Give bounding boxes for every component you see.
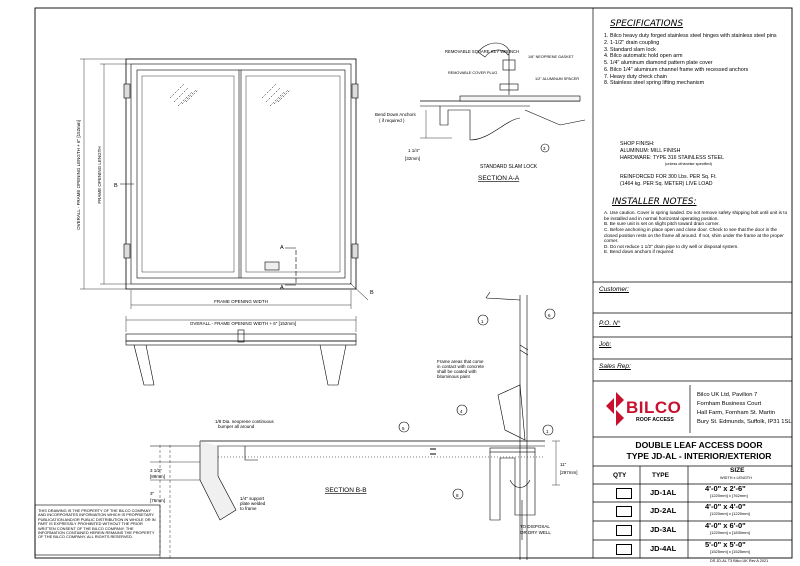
label-removable-key: REMOVABLE SQUARE KEY WRENCH bbox=[445, 49, 519, 54]
plan-view bbox=[80, 58, 369, 309]
company-address-2: Fornham Business Court bbox=[697, 401, 762, 407]
label-cover-plug: REMOVABLE COVER PLUG bbox=[448, 71, 497, 75]
dim-1-1-4: 1 1/4" bbox=[408, 148, 420, 153]
size-mm-cell: [1220mm] x [1220mm] bbox=[710, 511, 750, 516]
reinforced-1: REINFORCED FOR 300 Lbs. PER Sq. Ft. bbox=[620, 174, 717, 180]
title-block bbox=[592, 8, 792, 558]
section-aa bbox=[420, 42, 586, 153]
spec-item: 6. Bilco 1/4" aluminum channel frame wit… bbox=[604, 66, 749, 73]
finish-unless: (unless otherwise specified) bbox=[665, 162, 712, 166]
spec-title: SPECIFICATIONS bbox=[610, 19, 684, 29]
qty-checkbox[interactable] bbox=[616, 525, 632, 536]
marker-6-bb: 6 bbox=[548, 313, 551, 318]
size-cell: 4'-0" x 6'-0" bbox=[705, 521, 746, 530]
elevation-view bbox=[125, 316, 357, 386]
product-title-2: TYPE JD-AL - INTERIOR/EXTERIOR bbox=[626, 451, 772, 461]
title-section-aa: SECTION A-A bbox=[478, 175, 520, 182]
size-cell: 4'-0" x 2'-6" bbox=[705, 484, 746, 493]
size-cell: 5'-0" x 5'-0" bbox=[705, 540, 746, 549]
installer-item: B. Be sure unit is set on slight pitch t… bbox=[604, 221, 720, 227]
qty-checkbox[interactable] bbox=[616, 506, 632, 517]
company-address-4: Bury St. Edmunds, Suffolk, IP31 1SL bbox=[697, 419, 792, 425]
dim-frame-length: FRAME OPENING LENGTH bbox=[97, 146, 102, 203]
label-neoprene-gasket: 1/8" NEOPRENE GASKET bbox=[528, 55, 574, 59]
label-aluminum-spacer: 1/2" ALUMINUM SPACER bbox=[535, 77, 579, 81]
spec-list: 1. Bilco heavy duty forged stainless ste… bbox=[604, 33, 790, 87]
label-standard-slam-lock: STANDARD SLAM LOCK bbox=[480, 164, 538, 170]
dim-89mm: [89mm] bbox=[150, 474, 165, 479]
marker-b-plan: B bbox=[114, 183, 118, 189]
dim-3: 3" bbox=[150, 491, 155, 496]
installer-item: D. Do not reduce 1 1/2" drain pipe to dr… bbox=[604, 243, 739, 249]
property-notice: THIS DRAWING IS THE PROPERTY OF THE BILC… bbox=[38, 508, 156, 540]
marker-3-aa: 3 bbox=[543, 146, 546, 151]
bilco-logo-sub: ROOF ACCESS bbox=[636, 417, 674, 423]
type-cell: JD-1AL bbox=[650, 488, 677, 497]
type-cell: JD-4AL bbox=[650, 544, 677, 553]
dim-297mm: [297mm] bbox=[560, 470, 578, 475]
type-cell: JD-2AL bbox=[650, 506, 677, 515]
job-field[interactable]: Job: bbox=[599, 341, 612, 348]
dim-3-5: 3 1/2" bbox=[150, 468, 162, 473]
label-if-required: ( if required ) bbox=[379, 118, 405, 123]
installer-title: INSTALLER NOTES: bbox=[612, 197, 697, 207]
company-address-1: Bilco UK Ltd, Pavilion 7 bbox=[697, 392, 758, 398]
installer-item: A. Use caution. Cover is spring loaded. … bbox=[604, 210, 788, 221]
spec-item: 7. Heavy duty check chain bbox=[604, 73, 667, 80]
dim-frame-width: FRAME OPENING WIDTH bbox=[214, 299, 268, 304]
dim-overall-length: OVERALL - FRAME OPENING LENGTH + 6" [152… bbox=[76, 120, 81, 230]
footer-ref: DS JD-AL T3 Bilco UK Rev A 2021 bbox=[710, 559, 769, 563]
finish-title: SHOP FINISH: bbox=[620, 141, 655, 147]
label-bend-down-anchors: Bend Down Anchors bbox=[375, 112, 417, 117]
marker-7: 1 bbox=[481, 319, 484, 324]
section-bb bbox=[150, 291, 560, 560]
spec-item: 4. Bilco automatic hold open arm bbox=[604, 53, 683, 60]
size-mm-cell: [1525mm] x [1525mm] bbox=[710, 549, 750, 554]
installer-item: E. Bend down anchors if required bbox=[604, 249, 674, 255]
reinforced-2: (1464 kg. PER Sq. METER) LIVE LOAD bbox=[620, 181, 713, 187]
finish-aluminum: ALUMINUM: MILL FINISH bbox=[620, 148, 681, 154]
marker-1-bb: 1 bbox=[546, 429, 549, 434]
dim-32mm: [32mm] bbox=[405, 156, 420, 161]
marker-a-top: A bbox=[280, 245, 284, 251]
qty-checkbox[interactable] bbox=[616, 544, 632, 555]
installer-item: C. Before anchoring in place open and cl… bbox=[604, 226, 784, 244]
spec-item: 2. 1-1/2" drain coupling bbox=[604, 39, 660, 46]
qty-checkbox[interactable] bbox=[616, 488, 632, 499]
title-section-bb: SECTION B-B bbox=[325, 487, 367, 494]
spec-item: 3. Standard slam lock bbox=[604, 46, 656, 53]
marker-4: 4 bbox=[460, 409, 463, 414]
po-field[interactable]: P.O. N° bbox=[599, 320, 621, 327]
spec-item: 1. Bilco heavy duty forged stainless ste… bbox=[604, 33, 777, 39]
customer-field[interactable]: Customer: bbox=[599, 286, 629, 293]
marker-8: 8 bbox=[456, 493, 459, 498]
finish-hardware: HARDWARE: TYPE 316 STAINLESS STEEL bbox=[620, 155, 724, 161]
col-qty: QTY bbox=[613, 472, 627, 479]
col-size: SIZE bbox=[730, 467, 745, 474]
size-cell: 4'-0" x 4'-0" bbox=[705, 502, 746, 511]
dim-overall-width: OVERALL - FRAME OPENING WIDTH + 6" [152m… bbox=[190, 321, 296, 326]
size-mm-cell: [1220mm] x [762mm] bbox=[710, 493, 748, 498]
type-cell: JD-3AL bbox=[650, 525, 677, 534]
marker-5: 5 bbox=[402, 426, 405, 431]
col-type: TYPE bbox=[652, 472, 669, 479]
size-mm-cell: [1220mm] x [1830mm] bbox=[710, 530, 750, 535]
dim-11: 11" bbox=[560, 462, 567, 467]
sales-rep-field[interactable]: Sales Rep: bbox=[599, 363, 631, 370]
product-title-1: DOUBLE LEAF ACCESS DOOR bbox=[635, 440, 763, 450]
company-address-3: Hall Farm, Fornham St. Martin bbox=[697, 410, 775, 416]
marker-a-bottom: A bbox=[280, 285, 284, 291]
bilco-logo: BILCO bbox=[626, 398, 682, 417]
col-size-sub: WIDTH x LENGTH bbox=[720, 476, 752, 480]
dim-76mm: [76mm] bbox=[150, 498, 165, 503]
spec-item: 8. Stainless steel spring lifting mechan… bbox=[604, 80, 705, 87]
marker-b-corner: B bbox=[370, 290, 374, 296]
installer-list: A. Use caution. Cover is spring loaded. … bbox=[604, 210, 790, 255]
spec-item: 5. 1/4" aluminum diamond pattern plate c… bbox=[604, 60, 713, 66]
